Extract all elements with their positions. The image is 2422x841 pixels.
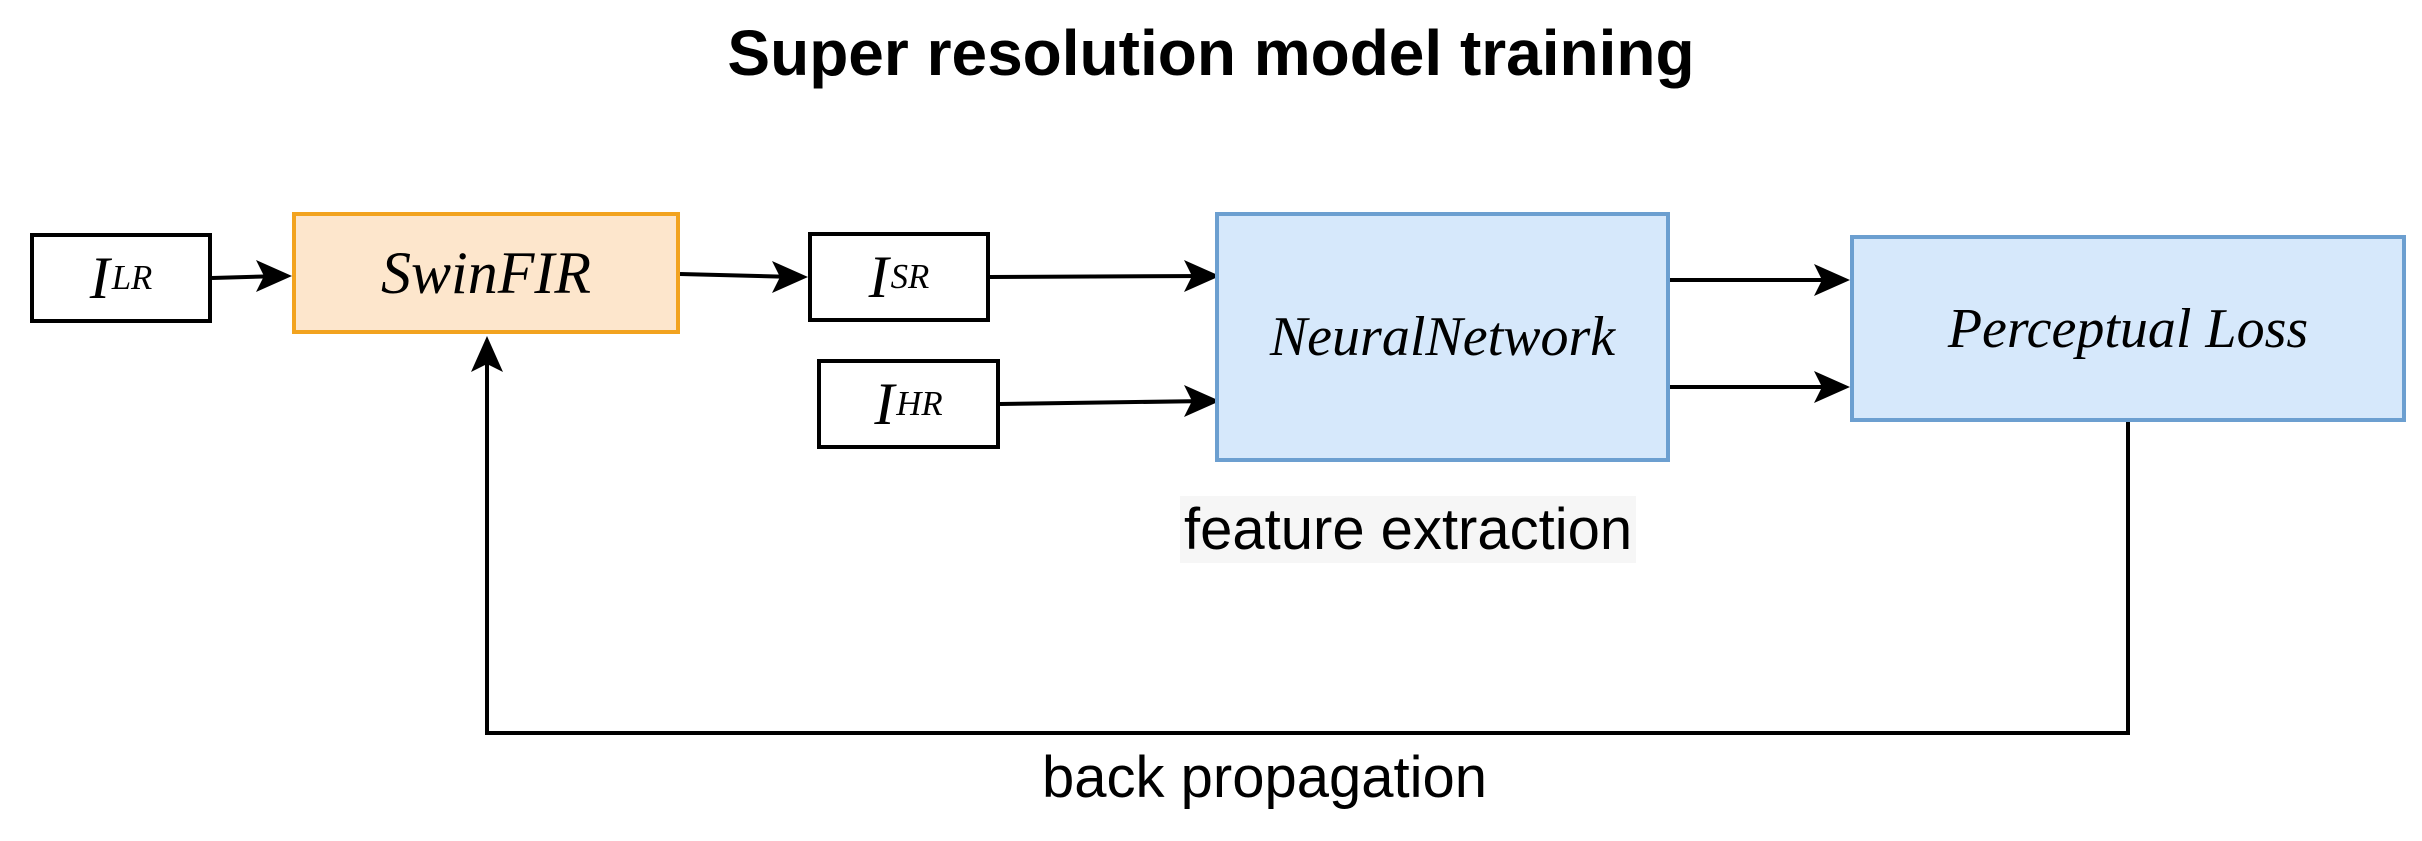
feature-extraction-label: feature extraction <box>1180 496 1637 563</box>
edge-ihr-to-network <box>999 399 1209 406</box>
arrowhead-back-propagation <box>471 336 503 372</box>
node-swinfir-label: SwinFIR <box>381 239 591 306</box>
node-i-hr-superscript: HR <box>896 384 943 423</box>
node-neural-network: NeuralNetwork <box>1215 212 1670 462</box>
edge-back-propagation <box>485 350 2130 735</box>
node-i-sr-base: I <box>868 243 889 310</box>
edge-swinfir-to-isr <box>679 272 797 279</box>
node-i-sr-superscript: SR <box>890 257 930 296</box>
arrowhead-network-to-loss-lower <box>1814 371 1850 403</box>
node-swinfir: SwinFIR <box>292 212 680 334</box>
arrowhead-network-to-loss-upper <box>1814 264 1850 296</box>
node-i-lr-base: I <box>89 244 110 311</box>
node-i-hr-base: I <box>874 370 895 437</box>
node-perceptual-loss-label: Perceptual Loss <box>1947 297 2309 360</box>
node-neural-network-label: NeuralNetwork <box>1269 306 1616 368</box>
node-i-lr-superscript: LR <box>111 258 153 297</box>
arrowhead-ihr-to-network <box>1184 385 1220 417</box>
arrowhead-swinfir-to-isr <box>772 261 808 293</box>
node-perceptual-loss: Perceptual Loss <box>1850 235 2406 422</box>
diagram-title: Super resolution model training <box>727 17 1695 89</box>
arrowhead-ilr-to-swinfir <box>256 260 292 292</box>
arrowhead-isr-to-network <box>1184 260 1220 292</box>
back-propagation-label: back propagation <box>1042 745 1487 810</box>
edge-isr-to-network <box>989 274 1209 279</box>
